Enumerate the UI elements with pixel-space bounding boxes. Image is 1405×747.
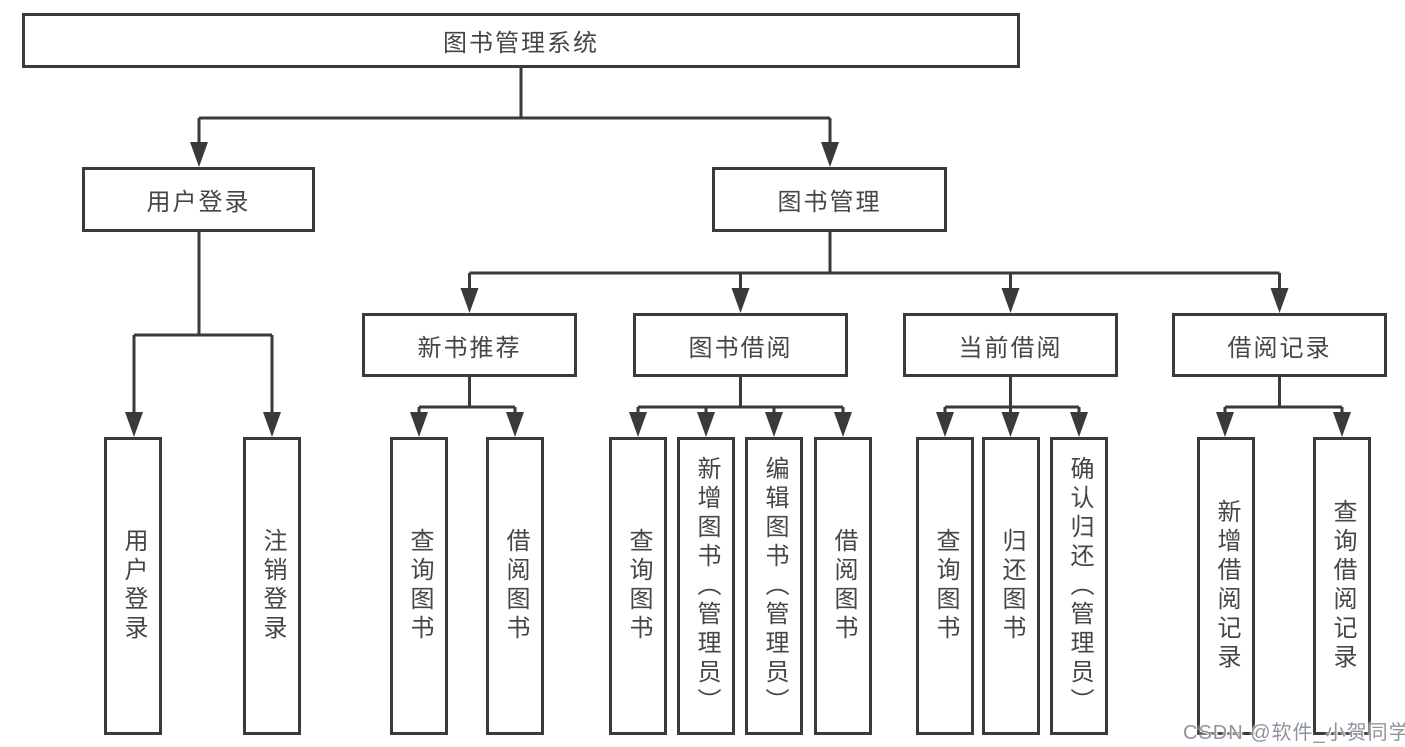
node-current-borrow: 当前借阅 [903, 313, 1118, 377]
leaf-record-query-borrow-record: 查询借阅记录 [1313, 437, 1371, 735]
leaf-currentborrow-return-books: 归还图书 [982, 437, 1040, 735]
leaf-label: 确认归还（管理员） [1066, 455, 1093, 717]
leaf-label: 借阅图书 [830, 528, 857, 644]
node-new-book-recommend: 新书推荐 [362, 313, 577, 377]
connector-currentborrow-to-leaves [943, 377, 1081, 416]
leaf-label: 新增图书（管理员） [693, 455, 720, 717]
connector-borrowrecord-to-leaves [1223, 377, 1344, 416]
leaf-newbook-borrow-books: 借阅图书 [486, 437, 544, 735]
leaf-currentborrow-query-books: 查询图书 [916, 437, 974, 735]
arrowheads [125, 142, 1351, 437]
leaf-label: 查询图书 [406, 528, 433, 644]
node-book-management: 图书管理 [712, 167, 947, 232]
leaf-user-login: 用户登录 [104, 437, 162, 735]
leaf-bookborrow-edit-book-admin: 编辑图书（管理员） [745, 437, 803, 735]
leaf-label: 编辑图书（管理员） [761, 455, 788, 717]
leaf-newbook-query-books: 查询图书 [390, 437, 448, 735]
connector-root-to-level2 [197, 68, 832, 146]
leaf-label: 用户登录 [120, 528, 147, 644]
leaf-label: 借阅图书 [502, 528, 529, 644]
connector-bookmgmt-to-level3 [468, 232, 1281, 292]
leaf-label: 查询借阅记录 [1329, 499, 1356, 673]
leaf-label: 归还图书 [998, 528, 1025, 644]
csdn-watermark: CSDN @软件_小贺同学 [1183, 722, 1405, 744]
leaf-bookborrow-borrow-books: 借阅图书 [814, 437, 872, 735]
leaf-record-add-borrow-record: 新增借阅记录 [1197, 437, 1255, 735]
connector-userlogin-to-leaves [132, 232, 274, 416]
leaf-bookborrow-add-book-admin: 新增图书（管理员） [677, 437, 735, 735]
leaf-bookborrow-query-books: 查询图书 [609, 437, 667, 735]
leaf-currentborrow-confirm-return-admin: 确认归还（管理员） [1050, 437, 1108, 735]
node-book-borrow: 图书借阅 [633, 313, 848, 377]
node-user-login: 用户登录 [82, 167, 315, 232]
node-root: 图书管理系统 [22, 13, 1020, 68]
leaf-logout-login: 注销登录 [243, 437, 301, 735]
leaf-label: 查询图书 [625, 528, 652, 644]
leaf-label: 查询图书 [932, 528, 959, 644]
leaf-label: 新增借阅记录 [1213, 499, 1240, 673]
connector-bookborrow-to-leaves [636, 377, 845, 416]
connector-newbook-to-leaves [417, 377, 517, 416]
node-borrow-record: 借阅记录 [1172, 313, 1387, 377]
leaf-label: 注销登录 [259, 528, 286, 644]
